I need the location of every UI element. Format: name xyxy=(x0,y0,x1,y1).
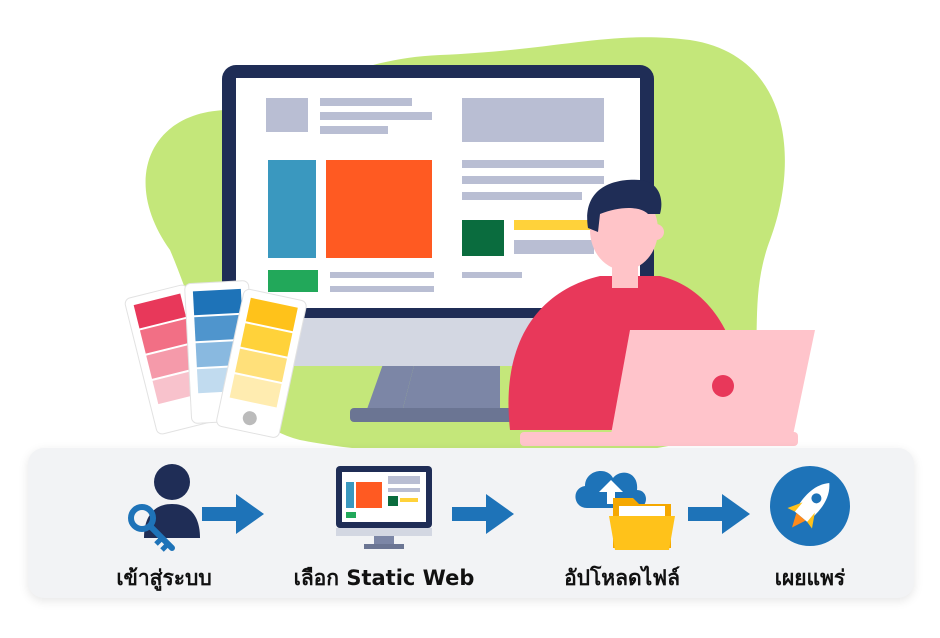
step-label: อัปโหลดไฟล์ xyxy=(564,566,680,590)
arrow-right-icon xyxy=(202,494,264,538)
arrow-right-icon xyxy=(688,494,750,538)
rocket-icon xyxy=(710,458,910,554)
step-label: เผยแพร่ xyxy=(774,566,846,590)
arrow-right-icon xyxy=(452,494,514,538)
step-login: เข้าสู่ระบบ xyxy=(64,458,264,596)
cloud-upload-folder-icon xyxy=(522,458,722,554)
user-key-icon xyxy=(64,458,264,554)
steps-panel: เข้าสู่ระบบ เลือก Stati xyxy=(28,448,914,598)
monitor-icon xyxy=(284,458,484,554)
step-upload-files: อัปโหลดไฟล์ xyxy=(522,458,722,596)
step-label: เลือก Static Web xyxy=(293,566,475,590)
hero-illustration xyxy=(124,37,815,458)
step-publish: เผยแพร่ xyxy=(710,458,910,596)
step-select-static-web: เลือก Static Web xyxy=(284,458,484,596)
laptop xyxy=(520,330,815,446)
color-swatches xyxy=(124,280,307,438)
step-label: เข้าสู่ระบบ xyxy=(116,566,212,590)
